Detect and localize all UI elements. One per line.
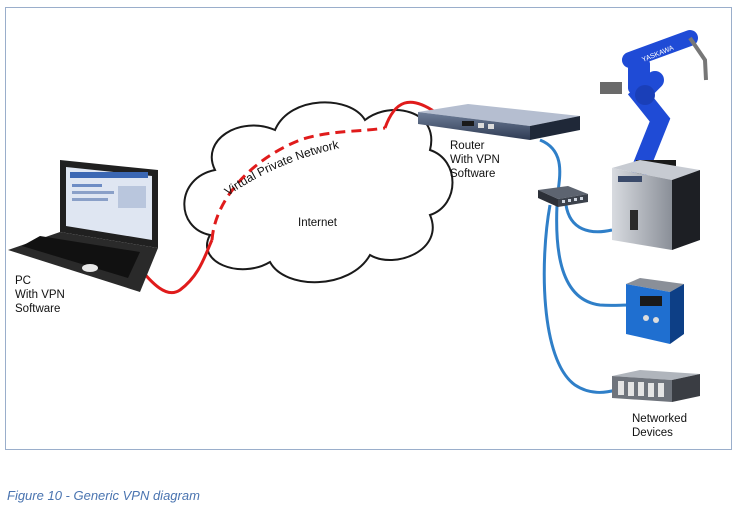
- plc-rack-icon: [612, 370, 700, 402]
- network-switch-icon: [538, 186, 588, 207]
- internet-cloud: [183, 101, 454, 284]
- figure-caption: Figure 10 - Generic VPN diagram: [7, 488, 200, 503]
- router-icon: [418, 104, 580, 140]
- robot-controller-icon: [612, 160, 700, 250]
- internet-label: Internet: [298, 217, 337, 229]
- lan-connections: [539, 138, 631, 394]
- router-label: Router With VPN Software: [450, 140, 500, 180]
- vpn-connection: [132, 100, 436, 295]
- laptop-icon: [8, 160, 158, 292]
- diagram-frame: [5, 7, 732, 450]
- networked-devices-label: Networked Devices: [632, 413, 687, 439]
- welder-icon: [626, 278, 684, 344]
- pc-label: PC With VPN Software: [15, 275, 65, 315]
